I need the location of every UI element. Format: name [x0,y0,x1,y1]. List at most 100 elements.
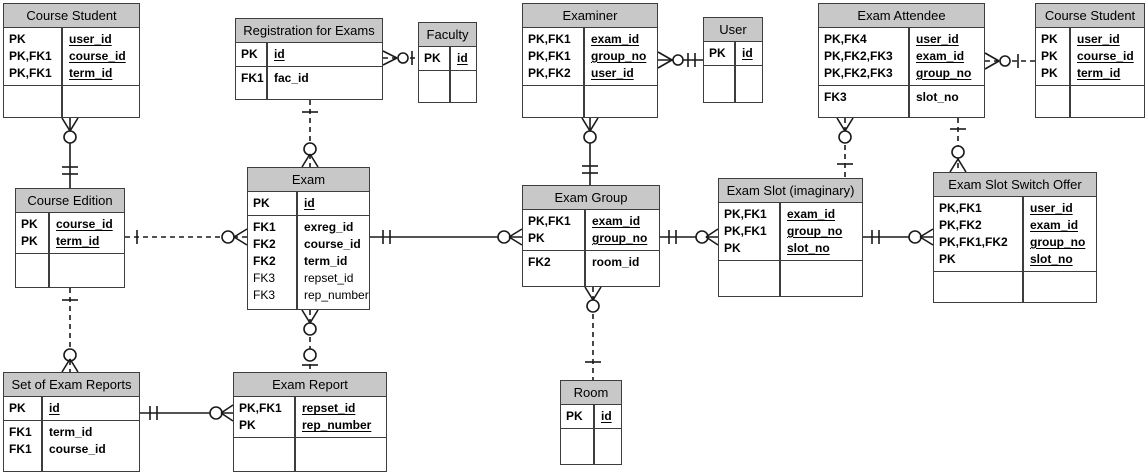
rel-exam-exam-report [301,309,319,372]
table-row: PK,FK1 repset_id [234,400,386,417]
attribute-cell: id [274,47,285,61]
column-divider [41,397,43,471]
table-row: PK id [248,195,369,212]
attribute-cell: exreg_id [304,220,354,234]
attribute-cell: repset_id [302,401,356,415]
table-title: Exam Attendee [819,4,984,28]
rel-exam-attendee-switch-offer [949,118,967,173]
attribute-cell: term_id [69,66,113,80]
rel-exam-group-exam-slot [660,228,719,246]
key-cell: PK [21,217,38,231]
attribute-cell: course_id [1077,49,1134,63]
attribute-cell: id [601,409,612,423]
table-row: PK group_no [523,230,659,247]
rel-exam-attendee-course-student [984,52,1035,70]
rel-exam-group-room [584,286,602,380]
attribute-cell: exam_id [916,49,965,63]
table-title: Exam Report [234,373,386,397]
attribute-cell: group_no [592,231,648,245]
table-title: Faculty [419,23,476,47]
key-cell: PK,FK4 [824,32,867,46]
column-divider [449,47,451,102]
column-divider [61,28,63,117]
column-divider [593,405,595,464]
attribute-cell: group_no [916,66,972,80]
key-cell: PK [253,196,270,210]
rel-course-edition-exam [125,228,248,246]
column-divider [734,42,736,102]
table-title: Course Edition [16,189,124,213]
rel-course-student-course-edition [61,117,79,188]
column-divider [296,192,298,309]
empty-section [719,260,862,296]
attribute-cell: slot_no [916,90,959,104]
attribute-cell: rep_number [302,418,372,432]
key-cell: PK,FK1,FK2 [939,235,1008,249]
key-cell: PK,FK1 [528,214,571,228]
key-cell: FK1 [253,220,276,234]
attribute-cell: group_no [1030,235,1086,249]
table-title: Course Student [1036,4,1144,28]
table-row: PK,FK1,FK2 group_no [934,234,1096,251]
attribute-cell: id [304,196,315,210]
attribute-cell: user_id [1030,201,1073,215]
table-title: Course Student [4,4,139,28]
table-title: Exam [248,168,369,192]
attribute-cell: group_no [591,49,647,63]
column-divider [779,203,781,296]
table-row: FK1 exreg_id [248,219,369,236]
key-cell: PK [724,241,741,255]
key-cell: PK,FK1 [724,207,767,221]
key-cell: FK1 [9,442,32,456]
empty-section [704,65,762,102]
attribute-cell: id [742,46,753,60]
empty-section [523,85,657,117]
key-cell: FK2 [528,255,551,269]
empty-section [419,70,476,102]
key-cell: PK,FK1 [239,401,282,415]
key-cell: PK,FK2 [939,218,982,232]
key-cell: PK [528,231,545,245]
attribute-cell: user_id [1077,32,1120,46]
key-cell: FK3 [253,271,276,285]
table-title: User [704,18,762,42]
key-cell: FK1 [9,425,32,439]
empty-section [16,253,124,287]
